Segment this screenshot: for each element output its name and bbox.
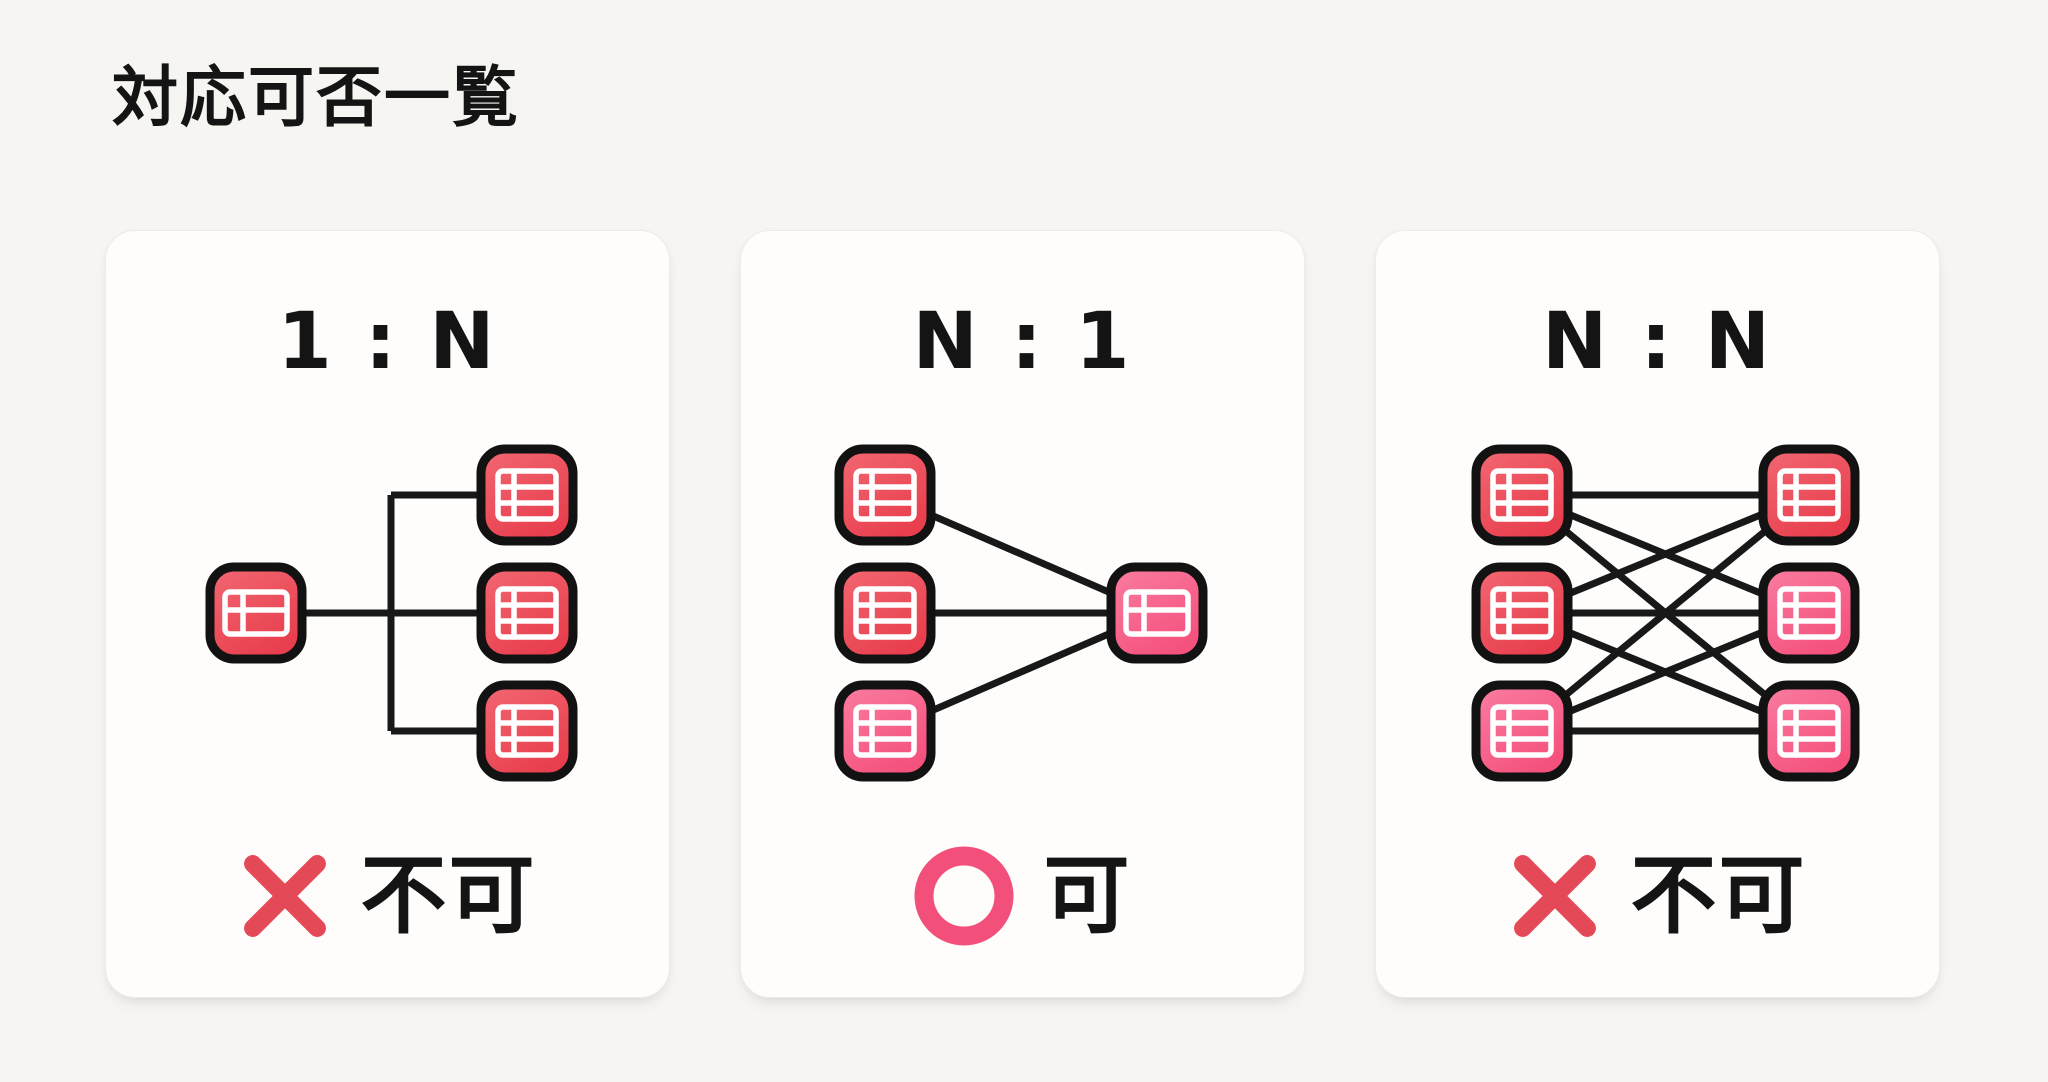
card-one-to-many: 1 : N 不可 xyxy=(105,230,670,998)
verdict-label: 不可 xyxy=(1630,846,1807,946)
table-icon xyxy=(476,444,578,546)
card-title: 1 : N xyxy=(277,297,498,387)
card-title: N : N xyxy=(1541,297,1774,387)
table-icon xyxy=(476,680,578,782)
verdict-row: 可 xyxy=(741,831,1304,961)
table-icon xyxy=(834,444,936,546)
table-icon xyxy=(1758,562,1860,664)
table-icon xyxy=(1106,562,1208,664)
table-icon xyxy=(1758,444,1860,546)
verdict-row: 不可 xyxy=(1376,831,1939,961)
table-icon xyxy=(834,562,936,664)
card-many-to-one: N : 1 可 xyxy=(740,230,1305,998)
table-icon xyxy=(205,562,307,664)
relationship-diagram xyxy=(834,444,1208,782)
verdict-label: 不可 xyxy=(360,846,537,946)
page-title: 対応可否一覧 xyxy=(112,59,520,136)
table-icon xyxy=(476,562,578,664)
table-icon xyxy=(1471,444,1573,546)
relationship-diagram xyxy=(205,444,578,782)
card-many-to-many: N : N 不可 xyxy=(1375,230,1940,998)
table-icon xyxy=(1758,680,1860,782)
circle-icon xyxy=(914,846,1013,946)
relationship-diagram xyxy=(1471,444,1860,782)
cross-icon xyxy=(1513,855,1596,937)
cards-row: 1 : N 不可 N : 1 可 N : N 不可 xyxy=(105,230,1940,998)
table-icon xyxy=(834,680,936,782)
verdict-label: 可 xyxy=(1043,846,1132,946)
card-title: N : 1 xyxy=(912,297,1133,387)
cross-icon xyxy=(243,855,326,937)
table-icon xyxy=(1471,680,1573,782)
table-icon xyxy=(1471,562,1573,664)
verdict-row: 不可 xyxy=(106,831,669,961)
relationship-edge xyxy=(1519,492,1812,734)
